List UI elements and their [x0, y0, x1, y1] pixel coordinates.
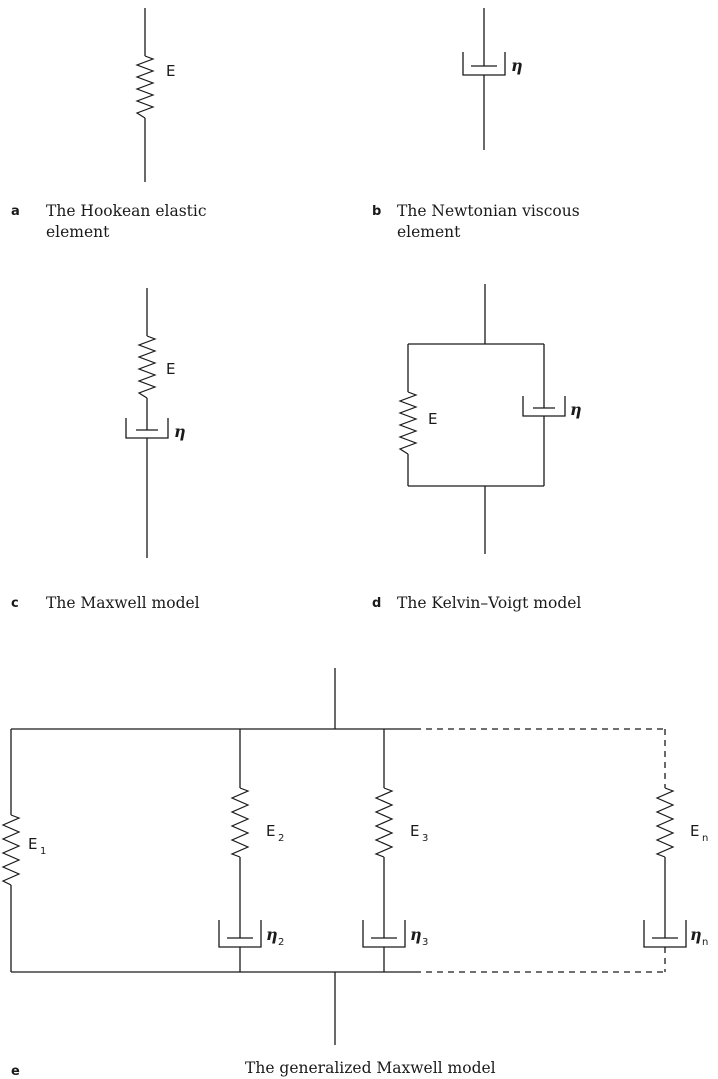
- dashpot-label-en: η: [690, 925, 702, 944]
- dashpot-sub-e2: 2: [278, 937, 284, 948]
- caption-b-line1: The Newtonian viscous: [397, 202, 580, 220]
- spring-branch-n: [655, 787, 675, 858]
- spring-branch-3: [374, 787, 394, 858]
- caption-d: The Kelvin–Voigt model: [397, 594, 581, 612]
- spring-sub-en: n: [702, 833, 708, 844]
- branch-n: E n η n: [643, 729, 708, 972]
- spring-c: [137, 335, 157, 399]
- panel-letter-d: d: [372, 596, 381, 611]
- dashpot-label-d: η: [570, 400, 582, 419]
- caption-e: The generalized Maxwell model: [245, 1059, 496, 1077]
- spring-sub-e1: 1: [40, 846, 46, 857]
- caption-a-line1: The Hookean elastic: [46, 202, 207, 220]
- panel-letter-e: e: [11, 1064, 20, 1079]
- spring-branch-1: [1, 814, 21, 886]
- spring-branch-2: [230, 787, 250, 858]
- panel-a: E a The Hookean elastic element: [11, 8, 207, 241]
- spring-a: [135, 55, 155, 119]
- dashpot-label-e3: η: [410, 925, 422, 944]
- caption-c: The Maxwell model: [46, 594, 200, 612]
- dashpot-sub-e3: 3: [422, 937, 428, 948]
- spring-sub-e3: 3: [422, 833, 428, 844]
- branch-3: E 3 η 3: [362, 729, 428, 972]
- branch-2: E 2 η 2: [218, 729, 284, 972]
- spring-label-d: E: [428, 410, 437, 428]
- spring-label-e2: E: [266, 822, 275, 840]
- panel-b: η b The Newtonian viscous element: [372, 8, 580, 241]
- panel-d: E η d The Kelvin–Voigt model: [372, 284, 582, 612]
- spring-label-e1: E: [28, 835, 37, 853]
- panel-letter-c: c: [11, 596, 19, 611]
- spring-label-en: E: [690, 822, 699, 840]
- spring-label-c: E: [166, 360, 175, 378]
- spring-d: [398, 391, 418, 455]
- panel-letter-a: a: [11, 204, 20, 219]
- dashpot-label-b: η: [511, 56, 523, 75]
- caption-b-line2: element: [397, 223, 461, 241]
- panel-c: E η c The Maxwell model: [11, 288, 200, 612]
- panel-e: E 1 E 2 η 2 E 3 η 3: [1, 668, 708, 1079]
- panel-letter-b: b: [372, 204, 381, 219]
- spring-label-a: E: [166, 62, 175, 80]
- dashpot-sub-en: n: [702, 937, 708, 948]
- dashpot-label-c: η: [174, 422, 186, 441]
- spring-label-e3: E: [410, 822, 419, 840]
- caption-a-line2: element: [46, 223, 110, 241]
- dashpot-label-e2: η: [266, 925, 278, 944]
- spring-sub-e2: 2: [278, 833, 284, 844]
- branch-1: E 1: [1, 729, 46, 972]
